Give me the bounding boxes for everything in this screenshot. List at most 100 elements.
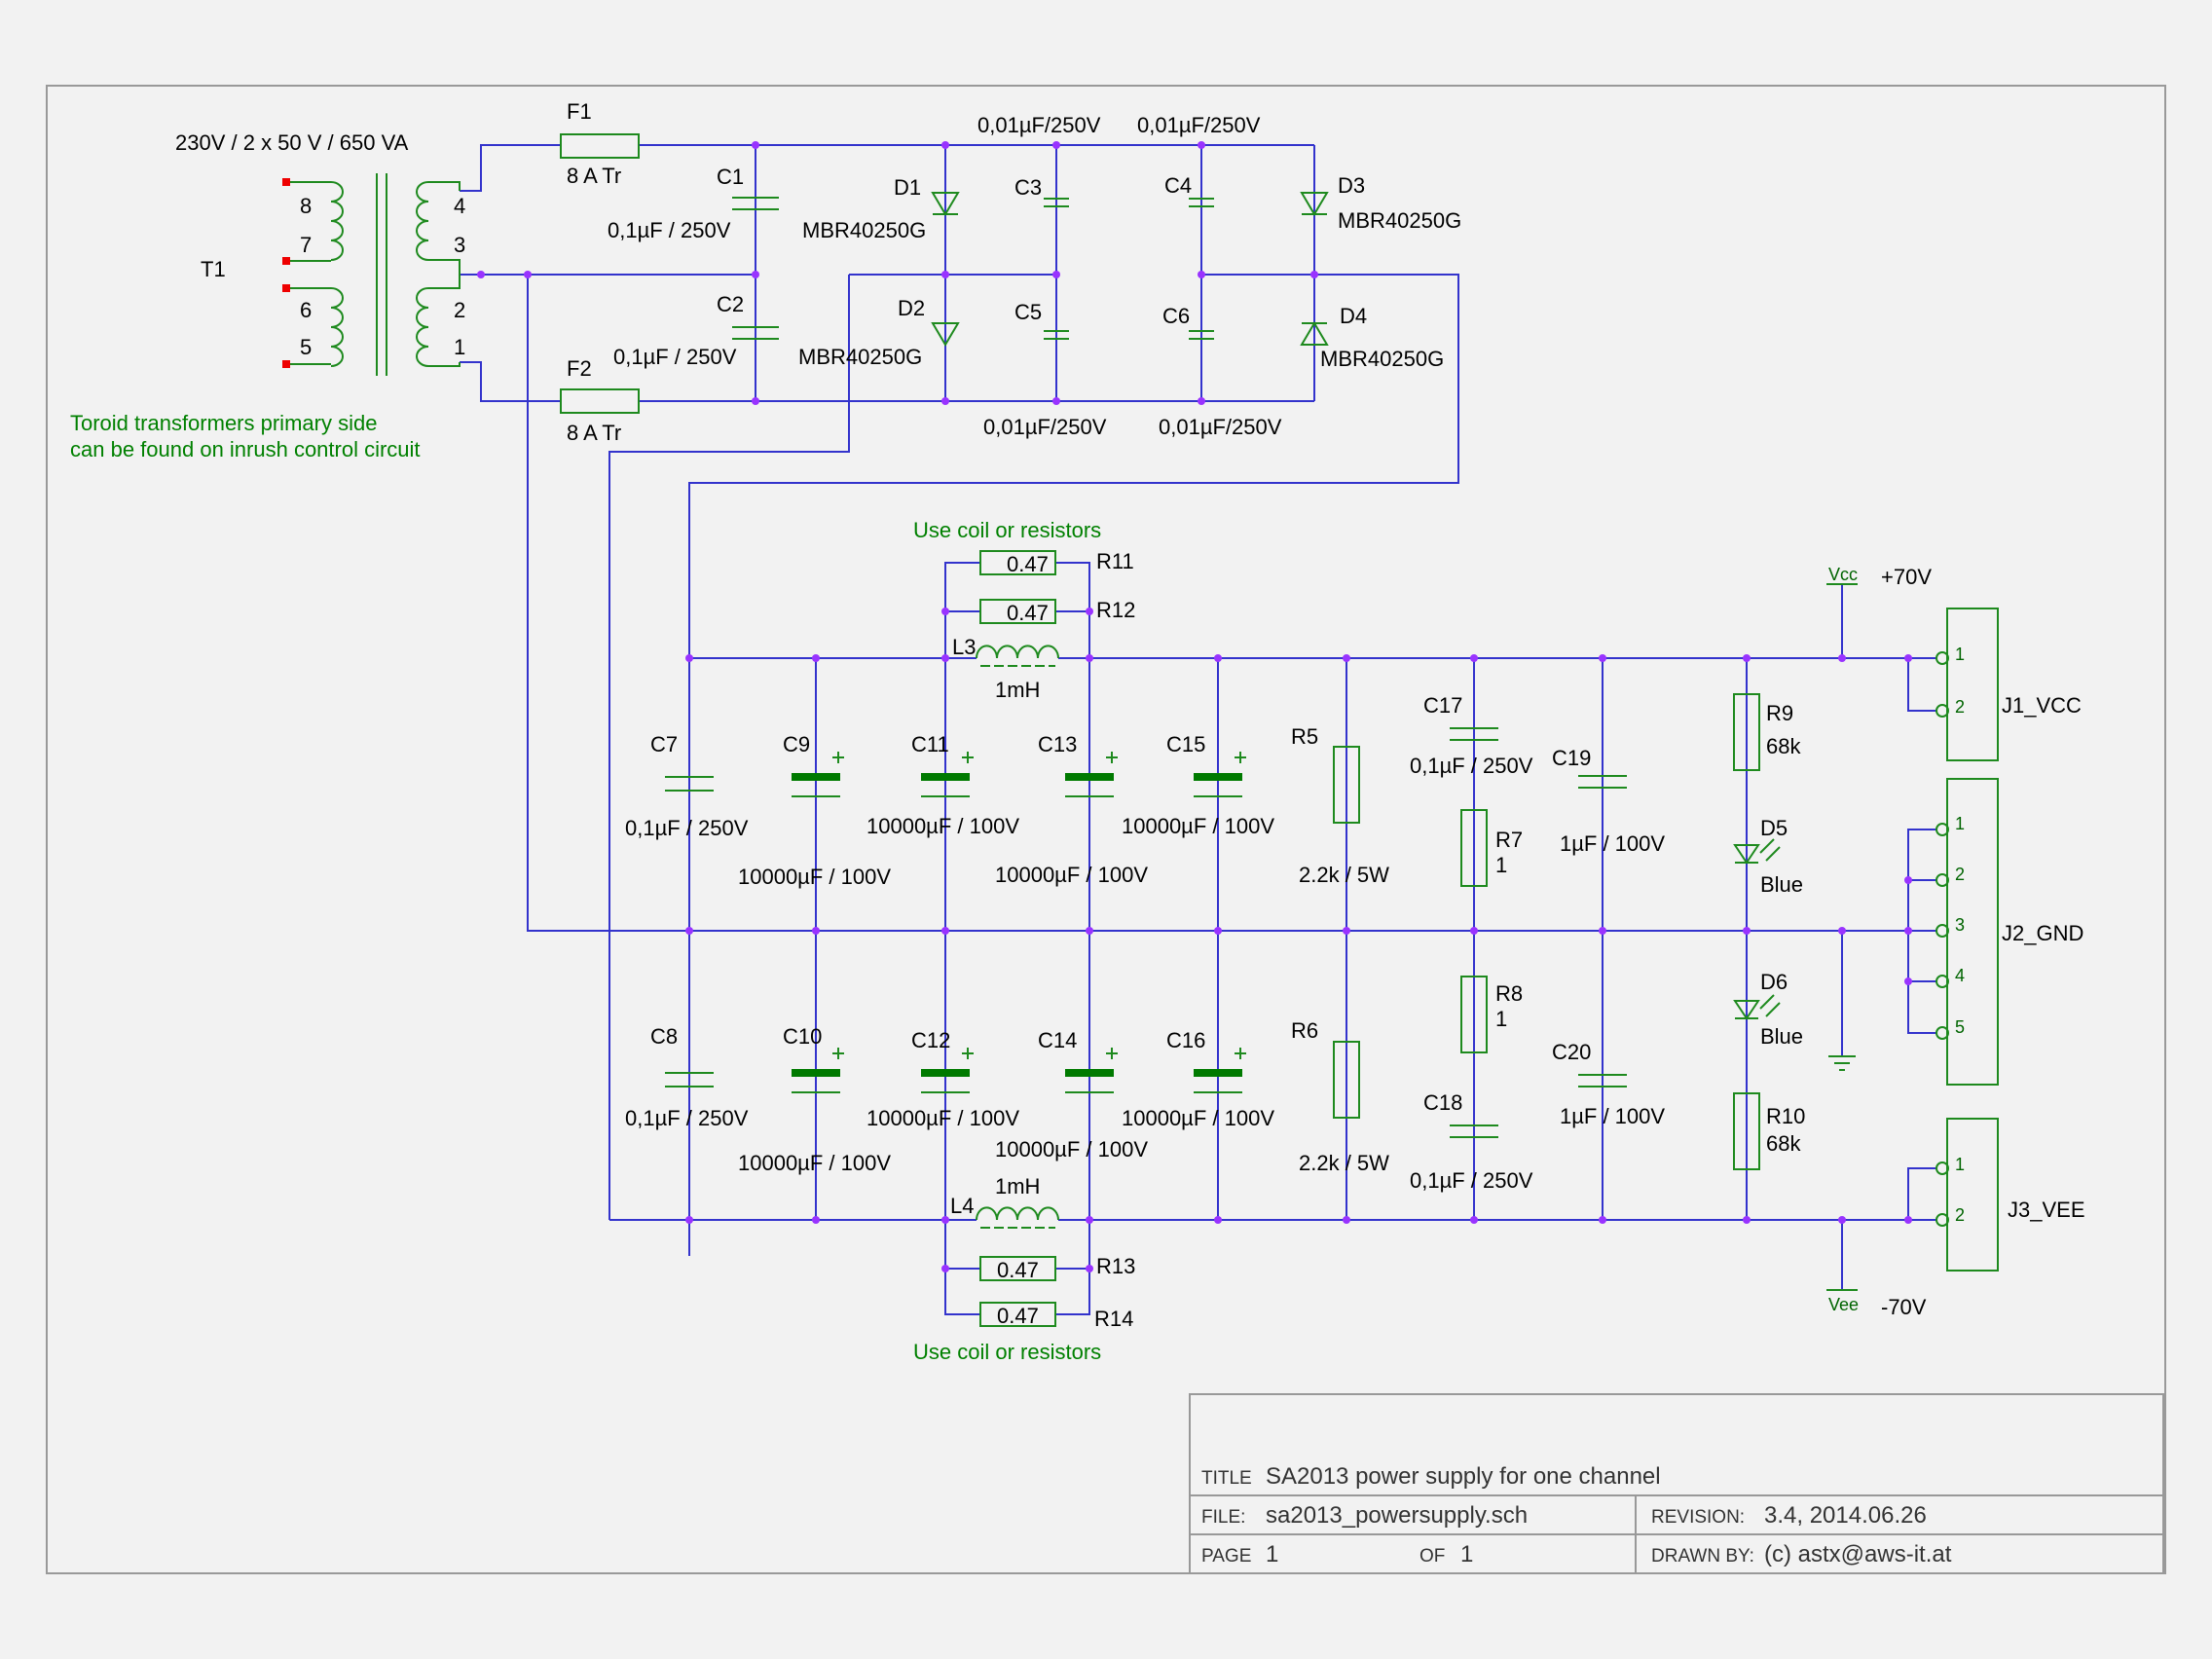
svg-text:C5: C5 xyxy=(1014,300,1042,324)
svg-text:MBR40250G: MBR40250G xyxy=(802,218,926,242)
svg-text:1µF / 100V: 1µF / 100V xyxy=(1560,1104,1665,1128)
svg-text:MBR40250G: MBR40250G xyxy=(798,345,922,369)
title-block: TITLE SA2013 power supply for one channe… xyxy=(1189,1393,2164,1574)
vee-label: Vee xyxy=(1828,1295,1859,1314)
svg-text:2: 2 xyxy=(1955,1205,1965,1225)
svg-text:C10: C10 xyxy=(783,1024,822,1049)
page-label: PAGE xyxy=(1201,1546,1251,1567)
title-text: SA2013 power supply for one channel xyxy=(1266,1463,1661,1490)
svg-text:10000µF / 100V: 10000µF / 100V xyxy=(1122,1106,1274,1130)
svg-text:D4: D4 xyxy=(1340,304,1367,328)
svg-text:C4: C4 xyxy=(1164,173,1192,198)
svg-text:1mH: 1mH xyxy=(995,678,1040,702)
transformer-value: 230V / 2 x 50 V / 650 VA xyxy=(175,130,409,155)
svg-text:D5: D5 xyxy=(1760,816,1788,840)
svg-text:C14: C14 xyxy=(1038,1028,1077,1052)
svg-text:1: 1 xyxy=(1495,853,1507,877)
svg-text:0.47: 0.47 xyxy=(997,1304,1039,1328)
svg-text:D6: D6 xyxy=(1760,970,1788,994)
filter-bottom: L4 1mH 0.47 0.47 R13 R14 Use coil or res… xyxy=(913,1174,1135,1364)
svg-text:10000µF / 100V: 10000µF / 100V xyxy=(866,1106,1019,1130)
rectifier-diodes: D1 MBR40250G D2 MBR40250G D3 MBR40250G D… xyxy=(798,173,1461,371)
main-caps-top: C7 0,1µF / 250V C9 10000µF / 100V C11 10… xyxy=(625,732,1274,889)
svg-text:R10: R10 xyxy=(1766,1104,1805,1128)
title-label: TITLE xyxy=(1201,1468,1252,1489)
svg-text:1: 1 xyxy=(1955,1155,1965,1174)
connector-j2: 1 2 3 4 5 J2_GND xyxy=(1936,778,2083,1086)
svg-text:1: 1 xyxy=(1955,645,1965,664)
svg-text:R14: R14 xyxy=(1094,1307,1133,1331)
svg-text:1: 1 xyxy=(1495,1007,1507,1031)
svg-text:Blue: Blue xyxy=(1760,872,1803,897)
transformer-pin-1: 1 xyxy=(454,335,465,359)
page-number: 1 xyxy=(1266,1541,1278,1567)
svg-text:C2: C2 xyxy=(717,292,744,316)
transformer-ref: T1 xyxy=(201,257,226,281)
svg-text:10000µF / 100V: 10000µF / 100V xyxy=(866,814,1019,838)
svg-text:C12: C12 xyxy=(911,1028,950,1052)
svg-text:J1_VCC: J1_VCC xyxy=(2002,693,2082,718)
drawn-label: DRAWN BY: xyxy=(1651,1546,1754,1567)
svg-text:R6: R6 xyxy=(1291,1018,1318,1043)
svg-text:C18: C18 xyxy=(1423,1090,1462,1115)
svg-text:8 A Tr: 8 A Tr xyxy=(567,421,621,445)
svg-text:10000µF / 100V: 10000µF / 100V xyxy=(1122,814,1274,838)
power-symbols: Vcc +70V Vee -70V xyxy=(1826,565,1932,1319)
svg-text:C15: C15 xyxy=(1166,732,1205,756)
svg-text:D1: D1 xyxy=(894,175,921,200)
vcc-label: Vcc xyxy=(1828,565,1858,584)
svg-text:F1: F1 xyxy=(567,99,592,124)
svg-text:10000µF / 100V: 10000µF / 100V xyxy=(995,863,1148,887)
vee-value: -70V xyxy=(1881,1295,1927,1319)
filter-top: Use coil or resistors 0.47 0.47 R11 R12 … xyxy=(913,518,1135,702)
fuse-f2: F2 8 A Tr xyxy=(560,356,640,445)
of-label: OF xyxy=(1419,1546,1445,1567)
of-number: 1 xyxy=(1460,1541,1473,1567)
svg-text:C11: C11 xyxy=(911,732,949,756)
led-indicators: R9 68k R10 68k D5 Blue D6 Blue xyxy=(1733,693,1805,1170)
svg-text:C3: C3 xyxy=(1014,175,1042,200)
svg-text:F2: F2 xyxy=(567,356,592,381)
transformer-pin-2: 2 xyxy=(454,298,465,322)
svg-text:Use coil or resistors: Use coil or resistors xyxy=(913,1340,1101,1364)
wires xyxy=(460,144,1937,1315)
bleeder-network: R5 2.2k / 5W R6 2.2k / 5W C17 0,1µF / 25… xyxy=(1291,693,1665,1193)
svg-text:2: 2 xyxy=(1955,865,1965,884)
svg-text:R11: R11 xyxy=(1096,549,1134,573)
fuse-f1: F1 8 A Tr xyxy=(560,99,640,188)
svg-text:R13: R13 xyxy=(1096,1254,1135,1278)
svg-text:C1: C1 xyxy=(717,165,744,189)
svg-text:68k: 68k xyxy=(1766,1131,1801,1156)
svg-text:0.47: 0.47 xyxy=(1007,601,1049,625)
svg-text:4: 4 xyxy=(1955,966,1965,985)
svg-text:2: 2 xyxy=(1955,697,1965,717)
svg-text:1mH: 1mH xyxy=(995,1174,1040,1198)
svg-text:1: 1 xyxy=(1955,814,1965,833)
sheet-border xyxy=(46,85,2166,1574)
svg-text:R7: R7 xyxy=(1495,828,1523,852)
svg-text:0,01µF/250V: 0,01µF/250V xyxy=(1137,113,1261,137)
revision-text: 3.4, 2014.06.26 xyxy=(1764,1502,1927,1529)
svg-text:0,1µF / 250V: 0,1µF / 250V xyxy=(625,1106,749,1130)
svg-text:MBR40250G: MBR40250G xyxy=(1338,208,1461,233)
transformer-pin-4: 4 xyxy=(454,194,465,218)
svg-text:L4: L4 xyxy=(950,1194,974,1218)
svg-text:C6: C6 xyxy=(1162,304,1190,328)
transformer-pin-6: 6 xyxy=(300,298,312,322)
transformer-pin-5: 5 xyxy=(300,335,312,359)
svg-text:0,01µF/250V: 0,01µF/250V xyxy=(1159,415,1282,439)
rectifier-caps: C1 0,1µF / 250V C2 0,1µF / 250V C3 0,01µ… xyxy=(608,113,1282,439)
svg-text:R12: R12 xyxy=(1096,598,1135,622)
svg-text:0,01µF/250V: 0,01µF/250V xyxy=(977,113,1101,137)
svg-text:8 A Tr: 8 A Tr xyxy=(567,164,621,188)
svg-text:C7: C7 xyxy=(650,732,678,756)
main-caps-bottom: C8 0,1µF / 250V C10 10000µF / 100V C12 1… xyxy=(625,1024,1274,1175)
transformer-pin-7: 7 xyxy=(300,233,312,257)
svg-text:1µF / 100V: 1µF / 100V xyxy=(1560,831,1665,856)
svg-text:D2: D2 xyxy=(898,296,925,320)
svg-text:R5: R5 xyxy=(1291,724,1318,749)
svg-text:R9: R9 xyxy=(1766,701,1793,725)
svg-text:0.47: 0.47 xyxy=(1007,552,1049,576)
svg-text:10000µF / 100V: 10000µF / 100V xyxy=(995,1137,1148,1161)
